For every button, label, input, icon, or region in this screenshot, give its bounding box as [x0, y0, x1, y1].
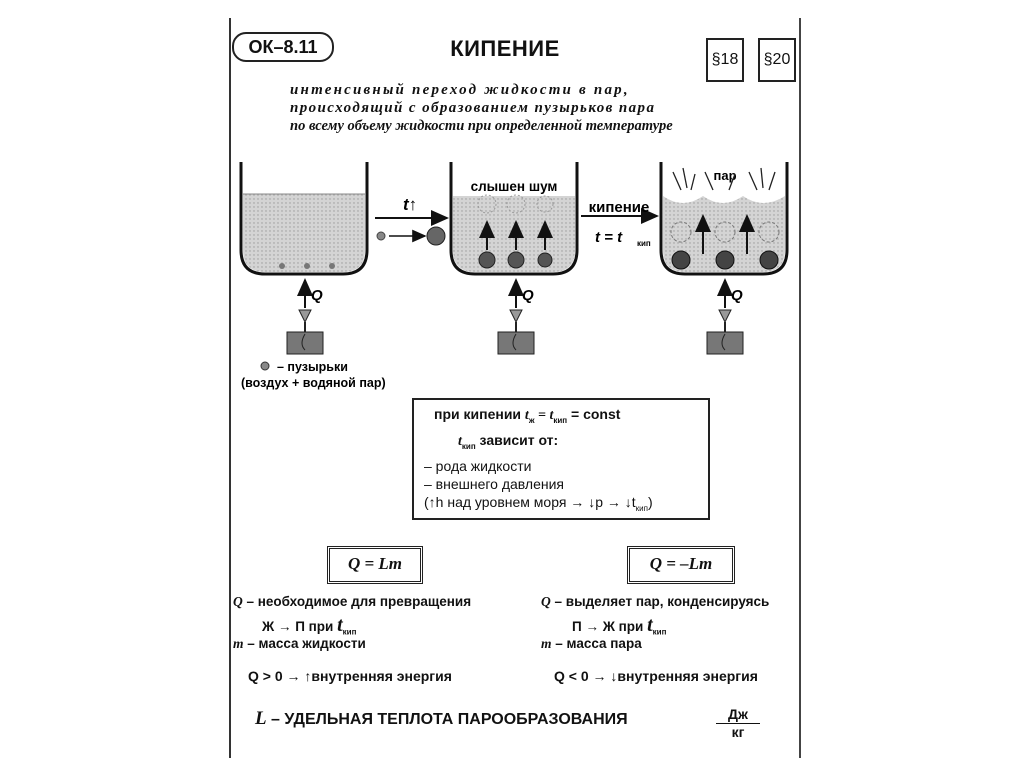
- left-line-2: Ж → П при tкип: [262, 614, 357, 637]
- boiling-point-info-box: при кипении tж = tкип = const tкип завис…: [412, 398, 710, 520]
- unit-numerator: Дж: [716, 706, 760, 724]
- arrow-2-label: кипение: [589, 199, 650, 216]
- document-page: [229, 18, 801, 758]
- info-item-3: (↑h над уровнем моря → ↓p → ↓tкип): [424, 494, 653, 513]
- boiling-diagram: t↑ слышен шум кипение t = t кип пар: [239, 162, 789, 390]
- section-ref-18: §18: [706, 38, 744, 82]
- section-ref-20: §20: [758, 38, 796, 82]
- info-line-2: tкип зависит от:: [458, 432, 559, 451]
- vessel-3: пар: [659, 162, 789, 276]
- heat-label-3: Q: [731, 287, 743, 304]
- arrow-2-sub-index: кип: [637, 239, 651, 248]
- right-energy-line: Q < 0 → ↓внутренняя энергия: [554, 668, 758, 684]
- heat-label-2: Q: [522, 287, 534, 304]
- heating-arrow: t↑: [375, 195, 449, 246]
- arrow-1-label: t↑: [403, 195, 417, 214]
- definition-line-3: по всему объему жидкости при определенно…: [290, 118, 673, 134]
- arrow-2-sublabel: t = t: [595, 229, 623, 246]
- legend-line-2: (воздух + водяной пар): [241, 376, 386, 390]
- unit-fraction: Дж кг: [716, 706, 760, 740]
- vessel-2: слышен шум: [449, 162, 579, 276]
- burner-1: Q: [286, 278, 324, 355]
- right-line-1: Q – выделяет пар, конденсируясь: [541, 594, 770, 609]
- formula-release: Q = –Lm: [627, 546, 735, 584]
- burner-3: Q: [706, 278, 744, 355]
- formula-absorb: Q = Lm: [327, 546, 423, 584]
- legend-line-1: – пузырьки: [277, 360, 348, 374]
- vessel-2-label: слышен шум: [471, 179, 558, 194]
- info-line-1: при кипении tж = tкип = const: [434, 406, 621, 425]
- bubble: [279, 263, 285, 269]
- heat-label-1: Q: [311, 287, 323, 304]
- page-title: КИПЕНИЕ: [450, 36, 560, 61]
- definition-line-1: интенсивный переход жидкости в пар,: [290, 82, 630, 98]
- burner-2: Q: [497, 278, 535, 355]
- left-line-1: Q – необходимое для превращения: [233, 594, 472, 609]
- vessel-3-label: пар: [713, 168, 736, 183]
- bubble: [304, 263, 310, 269]
- bubble-legend: – пузырьки (воздух + водяной пар): [241, 360, 386, 390]
- unit-denominator: кг: [731, 724, 745, 740]
- bubble: [329, 263, 335, 269]
- right-line-2: П → Ж при tкип: [572, 614, 667, 637]
- vessel-1: [239, 162, 369, 276]
- definition-line-2: происходящий с образованием пузырьков па…: [290, 100, 656, 116]
- left-line-3: m – масса жидкости: [233, 636, 366, 651]
- info-item-2: – внешнего давления: [424, 476, 565, 492]
- document-code-badge: ОК–8.11: [232, 32, 334, 62]
- info-item-1: – рода жидкости: [424, 458, 532, 474]
- right-line-3: m – масса пара: [541, 636, 642, 651]
- left-energy-line: Q > 0 → ↑внутренняя энергия: [248, 668, 452, 684]
- boiling-arrow: кипение t = t кип: [581, 199, 659, 248]
- latent-heat-definition: L – УДЕЛЬНАЯ ТЕПЛОТА ПАРООБРАЗОВАНИЯ: [255, 708, 628, 729]
